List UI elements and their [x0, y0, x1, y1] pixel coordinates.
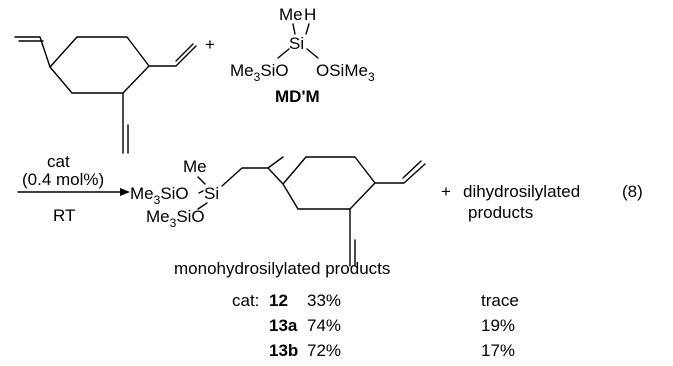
silicon-label: Si — [289, 34, 304, 53]
product-methyl-label: Me — [183, 157, 207, 176]
plus-sign-1: + — [205, 35, 215, 54]
monohydrosilylated-product-structure: Me Si Me3SiO Me3SiO — [130, 156, 426, 267]
condition-temperature: RT — [53, 206, 75, 225]
table-row-di-yield: 19% — [481, 316, 515, 335]
condition-catalyst: cat — [47, 152, 70, 171]
mdm-label: MD'M — [275, 87, 320, 106]
results-table: monohydrosilylated products cat: 12 33% … — [174, 259, 519, 360]
reaction-arrow: cat (0.4 mol%) RT — [17, 152, 130, 225]
plus-sign-2: + — [441, 182, 451, 201]
table-row-di-yield: trace — [481, 291, 519, 310]
table-row-catalyst: 12 — [269, 291, 288, 310]
product-silicon-label: Si — [204, 184, 219, 203]
table-row-mono-yield: 74% — [307, 316, 341, 335]
table-row-catalyst: 13a — [269, 316, 298, 335]
trimethylsiloxy-left: Me3SiO — [230, 61, 289, 84]
mdm-structure: Me H Si Me3SiO OSiMe3 MD'M — [230, 5, 375, 106]
hydrogen-label: H — [304, 5, 316, 24]
product-trimethylsiloxy-1: Me3SiO — [130, 184, 189, 207]
trimethylsiloxy-right: OSiMe3 — [316, 61, 375, 84]
table-row-mono-yield: 72% — [307, 341, 341, 360]
table-cat-prefix: cat: — [232, 291, 259, 310]
table-caption: monohydrosilylated products — [174, 259, 390, 278]
table-row-di-yield: 17% — [481, 341, 515, 360]
byproduct-label-line2: products — [468, 203, 533, 222]
table-row-mono-yield: 33% — [307, 291, 341, 310]
table-row-catalyst: 13b — [269, 341, 298, 360]
equation-number: (8) — [622, 182, 643, 201]
trivinylcyclohexane-structure — [14, 36, 197, 154]
condition-loading: (0.4 mol%) — [22, 170, 104, 189]
byproduct-label-line1: dihydrosilylated — [463, 182, 580, 201]
methyl-label: Me — [279, 5, 303, 24]
product-trimethylsiloxy-2: Me3SiO — [146, 207, 205, 230]
